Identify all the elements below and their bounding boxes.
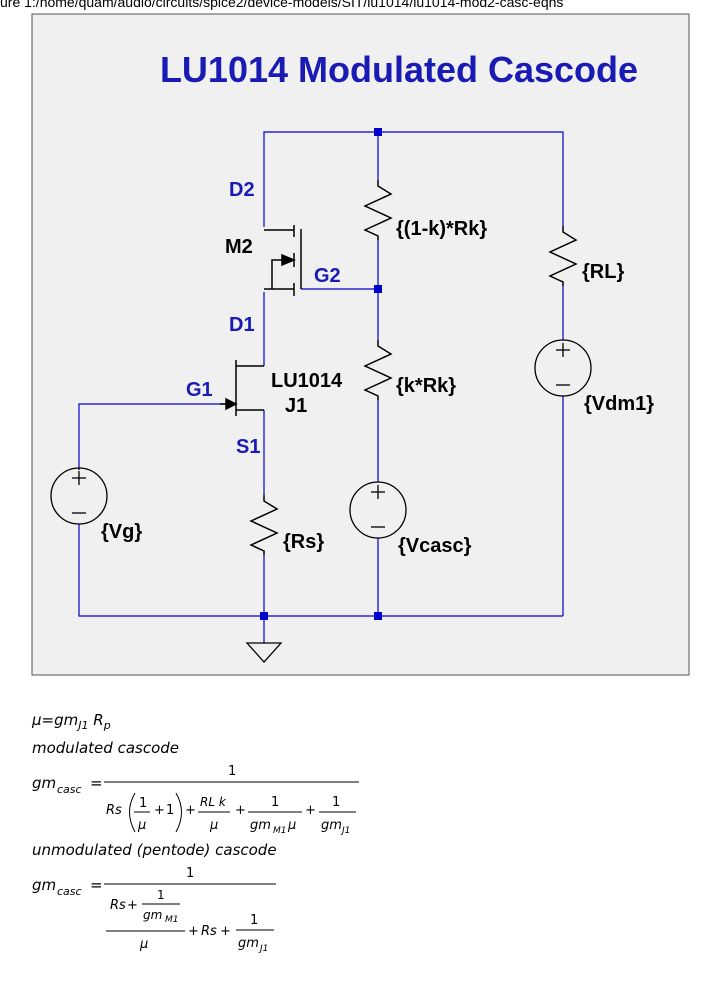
part-label-v-gate: {Vg} <box>101 521 142 543</box>
modulated-cascode-equation: gm casc = 1 Rs 1 μ + 1 + RL k μ + 1 gm M… <box>32 764 359 836</box>
eq2-rs-b: Rs <box>201 924 217 939</box>
node-label-d1: D1 <box>229 314 255 336</box>
schematic-diagram: LU1014 Modulated Cascode <box>31 13 690 676</box>
eq2-inner-m1: M1 <box>165 915 179 925</box>
eq1-plus-a: + <box>154 803 165 818</box>
eq1-t1-num: 1 <box>139 796 147 811</box>
part-label-r-source: {Rs} <box>283 531 324 553</box>
unmodulated-cascode-equation: gm casc = 1 Rs + 1 gm M1 μ + Rs + 1 gm J… <box>32 866 276 954</box>
part-label-v-drain: {Vdm1} <box>584 393 654 415</box>
part-label-r-top: {(1-k)*Rk} <box>396 218 487 240</box>
part-label-r-load: {RL} <box>582 261 624 283</box>
eq2-t3-j1: J1 <box>258 944 268 954</box>
part-label-m2: M2 <box>225 236 253 258</box>
resistor-bottom <box>363 340 393 400</box>
node-label-s1: S1 <box>236 436 260 458</box>
eq1-numerator: 1 <box>228 764 236 779</box>
file-path: ure 1:/home/quam/audio/circuits/spice2/d… <box>0 0 564 10</box>
eq2-casc: casc <box>57 885 82 898</box>
eq2-inner-num: 1 <box>157 888 165 902</box>
schematic-panel <box>31 13 690 676</box>
node-label-g2: G2 <box>314 265 341 287</box>
eq2-inner-gm: gm <box>143 908 162 922</box>
part-label-j1-model: LU1014 <box>271 370 343 392</box>
eq1-plus-b: + <box>185 803 196 818</box>
eq1-t3-gm: gm <box>250 818 271 833</box>
eq1-t4-gm: gm <box>321 818 342 833</box>
eq1-t1-den: μ <box>137 818 146 833</box>
node-label-g1: G1 <box>186 379 213 401</box>
eq2-plus-a: + <box>127 898 138 913</box>
source-vg <box>50 467 108 525</box>
eq1-t3-m1: M1 <box>273 826 287 836</box>
eq2-t3-num: 1 <box>250 913 258 928</box>
junction-top <box>374 128 382 136</box>
eq2-mu: μ <box>139 937 148 952</box>
mu-definition: μ=gmJ1 Rp <box>32 711 111 732</box>
wires <box>78 131 564 643</box>
eq1-t2-num: RL k <box>200 795 227 809</box>
junction-g2 <box>374 285 382 293</box>
part-label-r-bottom: {k*Rk} <box>396 375 456 397</box>
eq1-plus-c: + <box>235 803 246 818</box>
eq1-rs: Rs <box>106 803 122 818</box>
eq2-plus-b: + <box>188 924 199 939</box>
junction-ground-left <box>260 612 268 620</box>
ground-symbol <box>245 642 283 663</box>
part-label-j1-name: J1 <box>285 395 307 417</box>
modulated-cascode-label: modulated cascode <box>32 739 180 757</box>
resistor-load <box>548 226 578 286</box>
eq1-gm: gm <box>32 774 56 792</box>
eq2-rs-a: Rs <box>110 898 126 913</box>
resistor-top <box>363 180 393 240</box>
junction-ground-right <box>374 612 382 620</box>
eq2-numerator: 1 <box>186 866 194 881</box>
jfet-j1 <box>220 360 264 416</box>
eq1-equals: = <box>90 774 103 792</box>
eq2-plus-c: + <box>220 924 231 939</box>
schematic-title: LU1014 Modulated Cascode <box>160 49 638 90</box>
eq2-gm: gm <box>32 876 56 894</box>
eq1-one-a: 1 <box>166 803 174 818</box>
node-label-d2: D2 <box>229 179 255 201</box>
source-vdm1 <box>534 339 592 397</box>
eq2-t3-gm: gm <box>238 936 259 951</box>
eq2-equals: = <box>90 876 103 894</box>
eq1-t3-mu: μ <box>287 818 296 833</box>
eq1-plus-d: + <box>305 803 316 818</box>
part-label-v-casc: {Vcasc} <box>398 535 472 557</box>
eq1-t2-den: μ <box>209 818 218 833</box>
unmodulated-cascode-label: unmodulated (pentode) cascode <box>32 841 277 859</box>
eq1-t4-j1: J1 <box>340 826 350 836</box>
mosfet-m2 <box>264 225 302 296</box>
eq1-casc: casc <box>57 783 82 796</box>
source-vcasc <box>349 481 407 539</box>
resistor-source <box>249 495 279 555</box>
junctions <box>260 128 382 620</box>
eq1-t3-num: 1 <box>271 795 279 810</box>
eq1-t4-num: 1 <box>332 795 340 810</box>
